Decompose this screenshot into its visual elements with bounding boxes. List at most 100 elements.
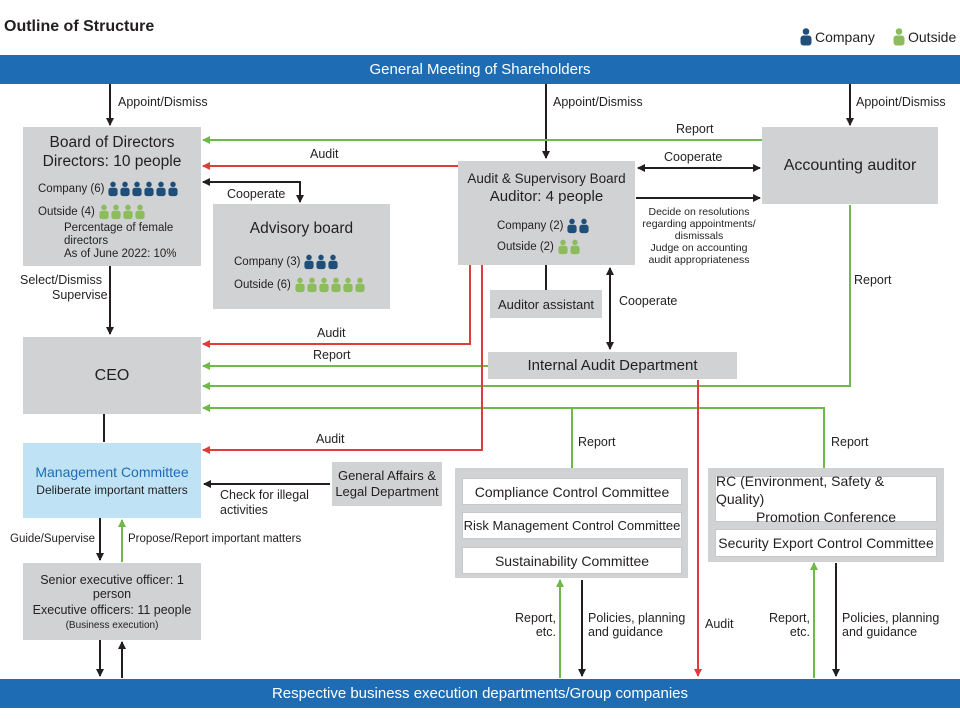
decide-line-2: regarding appointments/ [642,218,756,230]
board-company-label: Company (6) [38,183,105,195]
board-company-row: Company (6) [38,181,179,197]
general-affairs-line-2: Legal Department [335,484,439,499]
accounting-auditor: Accounting auditor [762,127,938,204]
report-arrow-committees [202,404,825,468]
person-icon [168,181,179,197]
sustainability-committee: Sustainability Committee [462,547,682,574]
outside-people-icons [558,239,580,255]
officers-line-1: Senior executive officer: 1 person [40,572,184,601]
cooperate-label-accounting: Cooperate [664,150,723,164]
check-label-1: Check for illegal [220,488,309,502]
board-title: Board of Directors [49,134,175,151]
outside-people-icons [99,204,145,220]
ceo-box: CEO [23,337,201,414]
risk-management-committee: Risk Management Control Committee [462,512,682,539]
cooperate-label-advisory: Cooperate [227,187,286,201]
officers-line-3: (Business execution) [65,619,159,631]
person-icon [123,204,133,220]
report-etc-right: Report, etc. [762,611,810,639]
general-affairs-line-1: General Affairs & [337,468,437,483]
appoint-label-accounting: Appoint/Dismiss [856,95,946,109]
appoint-label-asb: Appoint/Dismiss [553,95,643,109]
auditor-assistant: Auditor assistant [490,290,602,318]
advisory-outside-row: Outside (6) [234,277,365,293]
legend-outside-label: Outside [908,29,957,45]
policies-left-1: Policies, planning [588,611,686,625]
policies-right-1: Policies, planning [842,611,940,625]
compliance-committee: Compliance Control Committee [462,478,682,505]
asb-outside-label: Outside (2) [497,241,554,253]
report-label-left-committees: Report [578,435,616,449]
propose-label: Propose/Report important matters [128,533,302,545]
person-icon [355,277,365,293]
report-label-board: Report [676,122,714,136]
company-people-icons [304,254,339,270]
management-sub: Deliberate important matters [36,483,188,497]
check-label-2: activities [220,503,268,517]
report-label-right-committees: Report [831,435,869,449]
female-line-1: Percentage of female [64,222,174,234]
person-icon [132,181,143,197]
decide-line-3: dismissals [674,230,724,242]
board-of-directors: Board of Directors Directors: 10 people [23,127,201,266]
policies-right: Policies, planning and guidance [842,611,939,639]
advisory-title: Advisory board [249,220,354,237]
officers-line-2: Executive officers: 11 people [32,602,192,617]
report-etc-left: Report, etc. [510,611,556,639]
report-label-accounting: Report [854,273,892,287]
person-icon [156,181,167,197]
company-people-icons [567,218,590,234]
outside-people-icons [295,277,365,293]
person-icon [558,239,568,255]
person-icon [567,218,578,234]
person-icon [579,218,590,234]
cooperate-arrow-advisory [202,178,304,203]
person-icon [307,277,317,293]
audit-label-bottom: Audit [705,617,734,631]
person-icon [135,204,145,220]
board-outside-label: Outside (4) [38,206,95,218]
business-execution-bar: Respective business execution department… [0,679,960,708]
report-etc-right-2: etc. [789,625,810,639]
female-line-2: directors [64,235,109,247]
advisory-company-row: Company (3) [234,254,339,270]
policies-right-2: and guidance [842,625,918,639]
general-meeting-bar: General Meeting of Shareholders [0,55,960,84]
board-outside-row: Outside (4) [38,204,145,220]
cooperate-label-internal: Cooperate [619,294,678,308]
person-icon [99,204,109,220]
management-title: Management Committee [35,464,189,480]
general-affairs-legal: General Affairs & Legal Department [332,462,442,506]
audit-label-ceo: Audit [317,326,346,340]
decide-note: Decide on resolutions regarding appointm… [640,206,758,266]
person-icon [800,28,812,46]
person-icon [120,181,131,197]
asb-company-row: Company (2) [497,218,590,234]
management-committee: Management Committee Deliberate importan… [23,443,201,518]
policies-left: Policies, planning and guidance [588,611,685,639]
rc-line-1: RC (Environment, Safety & Quality) [716,473,885,507]
select-label-2: Supervise [52,288,108,302]
person-icon [570,239,580,255]
person-icon [304,254,315,270]
person-icon [144,181,155,197]
asb-company-label: Company (2) [497,220,564,232]
audit-supervisory-board: Audit & Supervisory Board Auditor: 4 peo… [458,161,635,265]
person-icon [111,204,121,220]
rc-line-2: Promotion Conference [755,509,897,525]
audit-arrow-management [202,264,483,454]
audit-label-board: Audit [310,147,339,161]
female-line-3: As of June 2022: 10% [64,248,177,260]
person-icon [343,277,353,293]
report-label-internal: Report [313,348,351,362]
report-arrow-accounting-ceo [202,205,851,390]
legend-company-label: Company [815,29,875,45]
internal-audit-department: Internal Audit Department [488,352,737,379]
advisory-outside-label: Outside (6) [234,279,291,291]
decide-line-5: audit appropriateness [648,254,750,266]
asb-count: Auditor: 4 people [489,188,604,205]
security-export-committee: Security Export Control Committee [715,529,937,557]
legend-outside: Outside [893,28,956,46]
policies-left-2: and guidance [588,625,664,639]
